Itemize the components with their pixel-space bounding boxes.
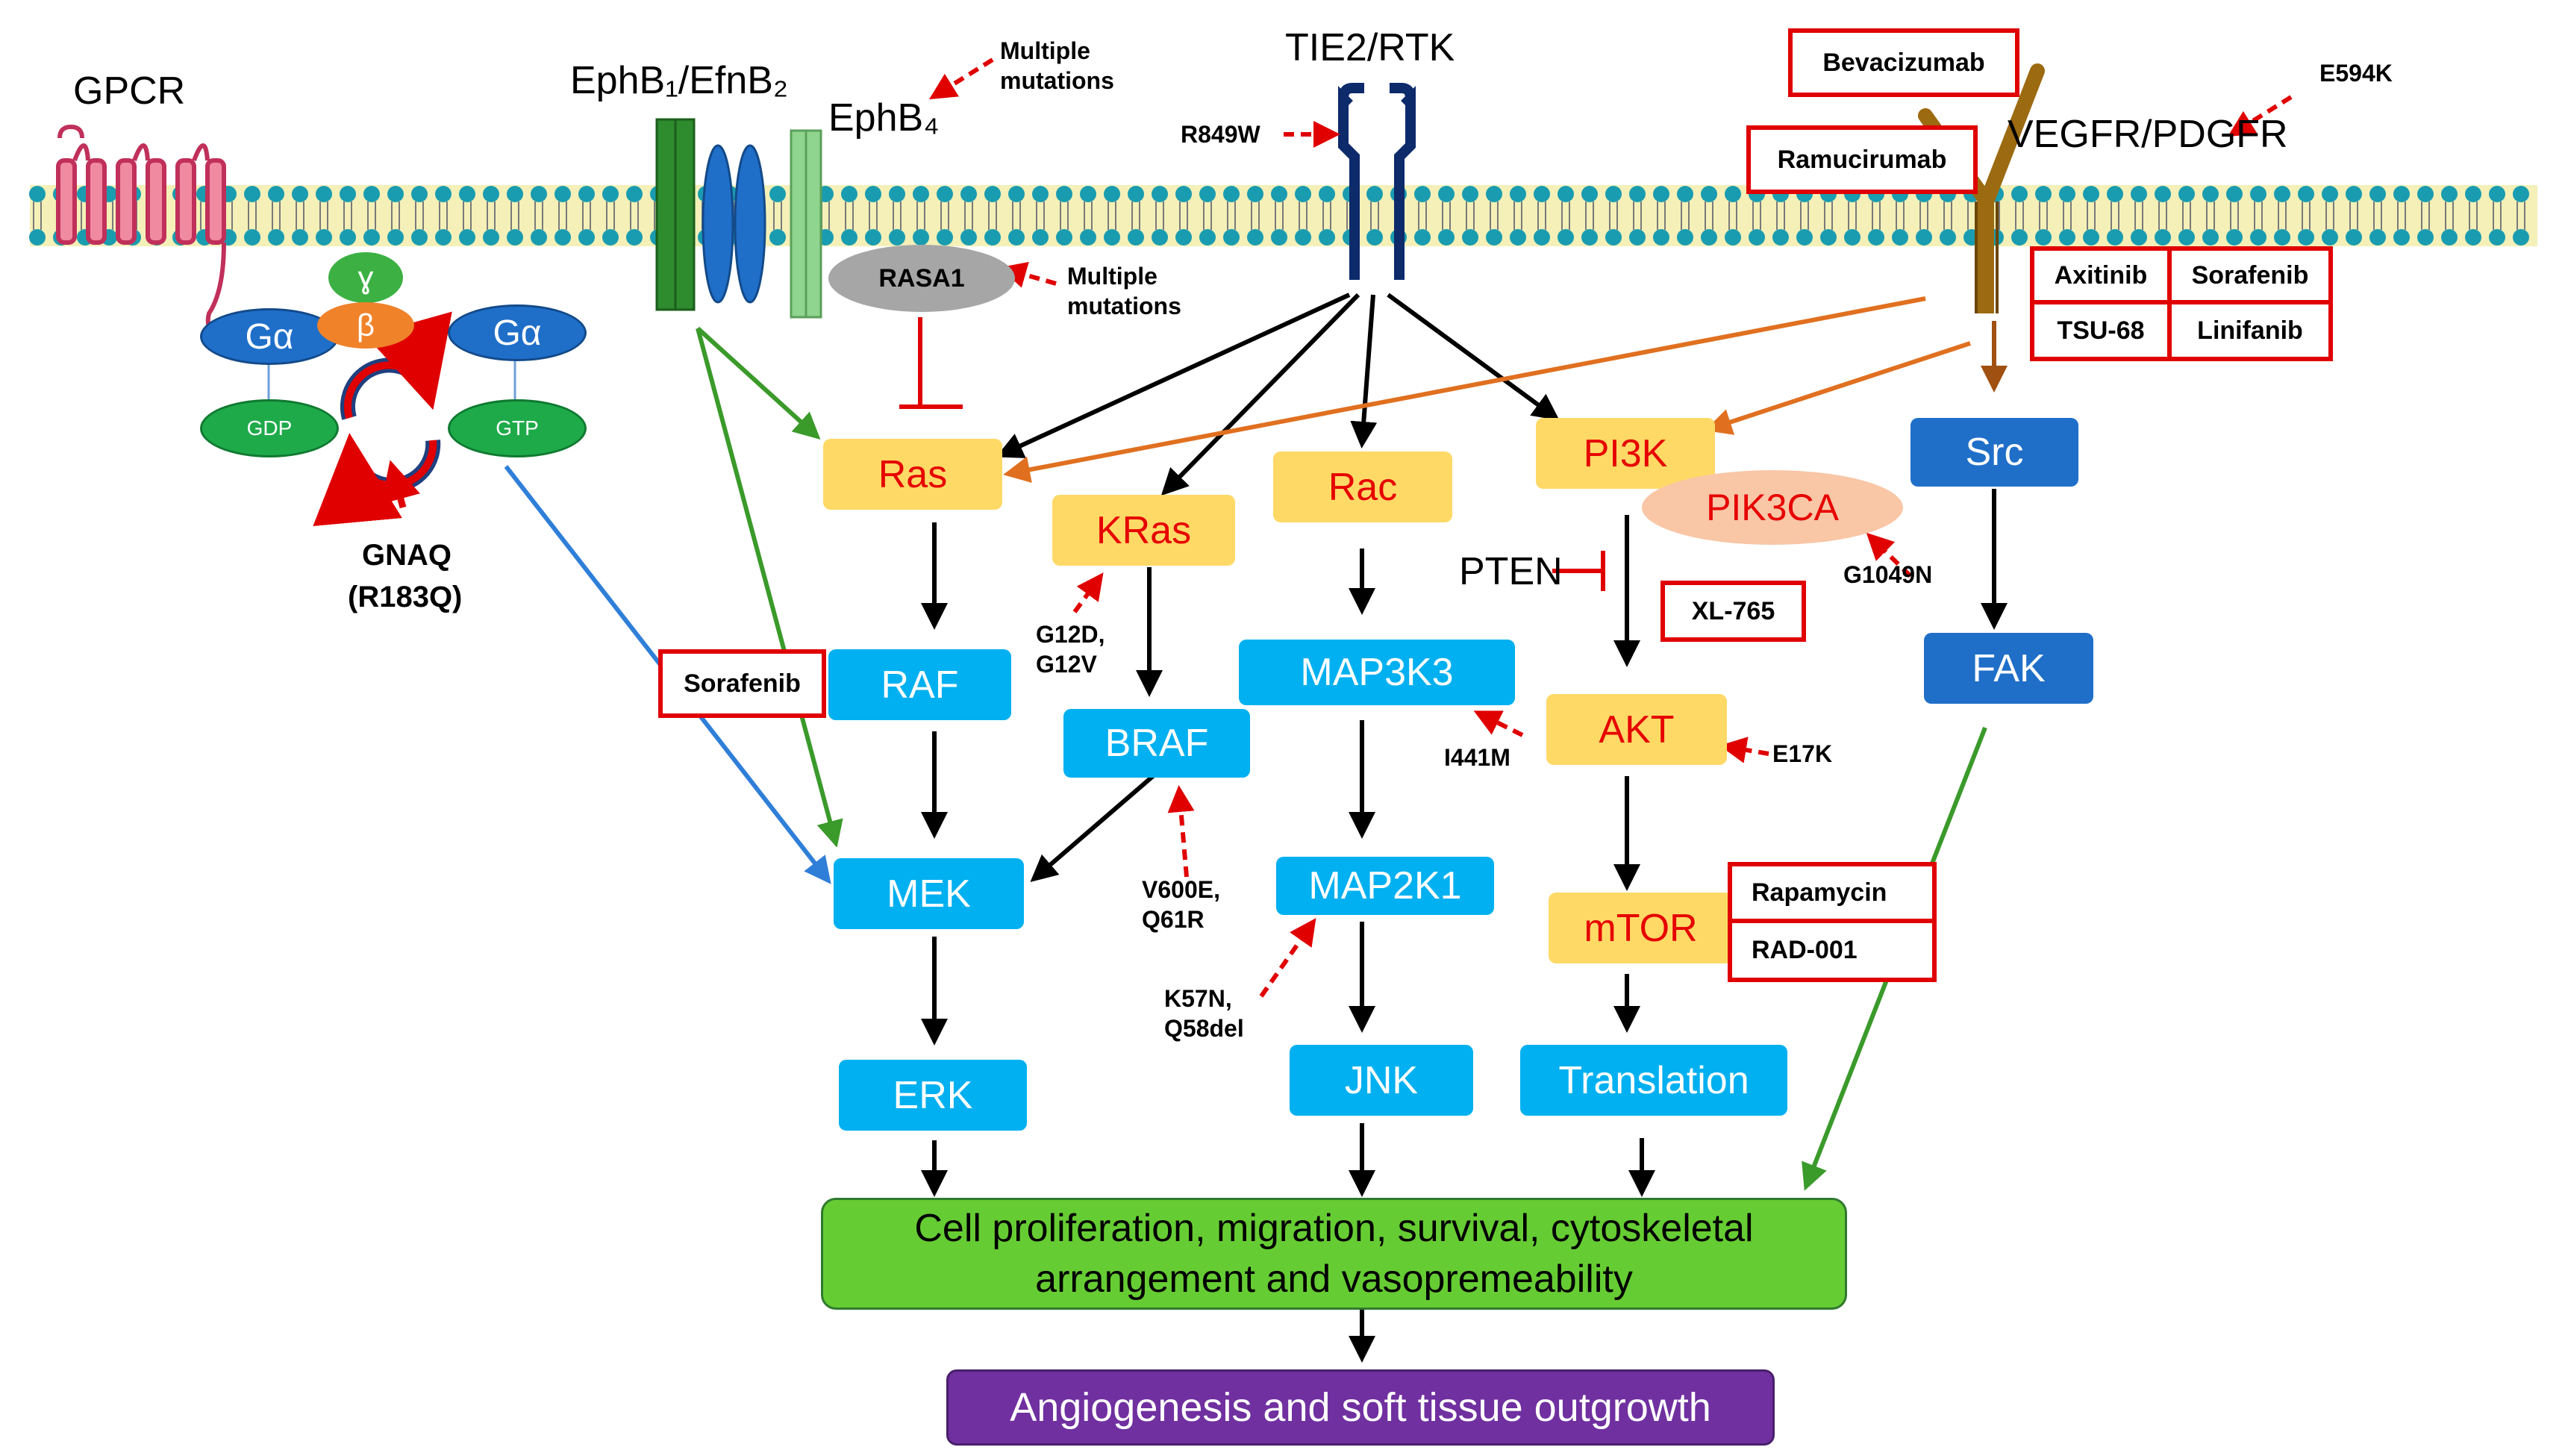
vegfr-mutation-label: E594K	[2319, 60, 2393, 87]
rac-node: Rac	[1273, 452, 1452, 522]
pten-label: PTEN	[1459, 550, 1563, 593]
gpcr-receptor-shape	[56, 124, 226, 342]
gdp-node: GDP	[200, 399, 339, 457]
vegfr-label: VEGFR/PDGFR	[2008, 113, 2288, 156]
akt-node: AKT	[1546, 694, 1727, 765]
signaling-arrows	[504, 293, 2008, 1363]
kras-mutation-line1: G12D,	[1036, 621, 1105, 648]
map2k1-mutation-line1: K57N,	[1164, 985, 1232, 1012]
ramucirumab-box: Ramucirumab	[1746, 125, 1978, 194]
rasa1-node: RASA1	[828, 245, 1015, 312]
ephb4-label: EphB₄	[828, 96, 940, 140]
ephb4-receptor-shape	[790, 129, 822, 319]
angiogenesis-box: Angiogenesis and soft tissue outgrowth	[946, 1369, 1775, 1446]
braf-mutation-line1: V600E,	[1142, 876, 1220, 903]
rapamycin-box: Rapamycin	[1728, 862, 1937, 923]
cell-membrane	[29, 185, 2537, 246]
beta-subunit: β	[317, 302, 414, 349]
ephb4-mutation-label: Multiple mutations	[1000, 36, 1114, 96]
rasa1-mutation-line2: mutations	[1067, 293, 1181, 319]
braf-mutation-label: V600E, Q61R	[1142, 875, 1220, 934]
rasa1-mutation-line1: Multiple	[1067, 263, 1157, 290]
tie2-label: TIE2/RTK	[1285, 26, 1455, 69]
tie2-receptor-shape	[1338, 83, 1416, 280]
map2k1-mutation-line2: Q58del	[1164, 1015, 1244, 1042]
gnaq-mutation: (R183Q)	[348, 581, 463, 613]
map3k3-mutation-label: I441M	[1444, 744, 1510, 771]
bevacizumab-box: Bevacizumab	[1788, 28, 2019, 97]
mek-node: MEK	[834, 858, 1024, 929]
translation-node: Translation	[1520, 1045, 1787, 1116]
galpha-left: Gα	[200, 308, 339, 365]
ephb4-mutation-line1: Multiple	[1000, 37, 1090, 64]
src-node: Src	[1911, 418, 2078, 487]
galpha-right: Gα	[448, 304, 587, 361]
mtor-node: mTOR	[1549, 893, 1733, 963]
gpcr-label: GPCR	[73, 69, 186, 113]
map3k3-node: MAP3K3	[1239, 640, 1515, 705]
gamma-subunit: ɣ	[328, 252, 403, 303]
inhibition-marks	[899, 317, 1605, 591]
map2k1-node: MAP2K1	[1276, 857, 1494, 915]
cell-outcome-line1: Cell proliferation, migration, survival,…	[914, 1207, 1754, 1250]
ras-node: Ras	[823, 439, 1002, 510]
raf-node: RAF	[828, 649, 1011, 720]
jnk-node: JNK	[1290, 1045, 1473, 1116]
sorafenib-raf-box: Sorafenib	[658, 649, 826, 718]
akt-mutation-label: E17K	[1772, 740, 1833, 767]
rad001-box: RAD-001	[1728, 919, 1937, 982]
erk-node: ERK	[839, 1060, 1027, 1131]
braf-node: BRAF	[1063, 709, 1250, 778]
linifanib-box: Linifanib	[2167, 300, 2333, 361]
ephb1-label: EphB₁/EfnB₂	[570, 59, 789, 102]
tie2-mutation-label: R849W	[1181, 121, 1260, 148]
ephb1-receptor-shape	[655, 118, 766, 311]
sorafenib-tki-box: Sorafenib	[2167, 246, 2333, 304]
cell-outcome-line2: arrangement and vasopremeability	[1035, 1257, 1633, 1301]
pik3ca-mutation-label: G1049N	[1843, 561, 1933, 588]
mutation-arrows	[381, 57, 2293, 998]
pi3k-node: PI3K	[1536, 418, 1715, 489]
kras-mutation-label: G12D, G12V	[1036, 619, 1105, 679]
rasa1-mutation-label: Multiple mutations	[1067, 261, 1181, 321]
kras-node: KRas	[1052, 495, 1235, 566]
ephb4-mutation-line2: mutations	[1000, 67, 1114, 94]
gnaq-label: GNAQ	[362, 539, 452, 572]
braf-mutation-line2: Q61R	[1142, 906, 1205, 933]
fak-node: FAK	[1924, 633, 2093, 704]
kras-mutation-line2: G12V	[1036, 651, 1097, 678]
axitinib-box: Axitinib	[2030, 246, 2172, 304]
gtp-node: GTP	[448, 399, 587, 457]
tsu68-box: TSU-68	[2030, 300, 2172, 361]
cell-outcome-box: Cell proliferation, migration, survival,…	[821, 1198, 1847, 1310]
map2k1-mutation-label: K57N, Q58del	[1164, 984, 1244, 1043]
xl765-box: XL-765	[1660, 581, 1806, 642]
pik3ca-node: PIK3CA	[1642, 470, 1903, 545]
